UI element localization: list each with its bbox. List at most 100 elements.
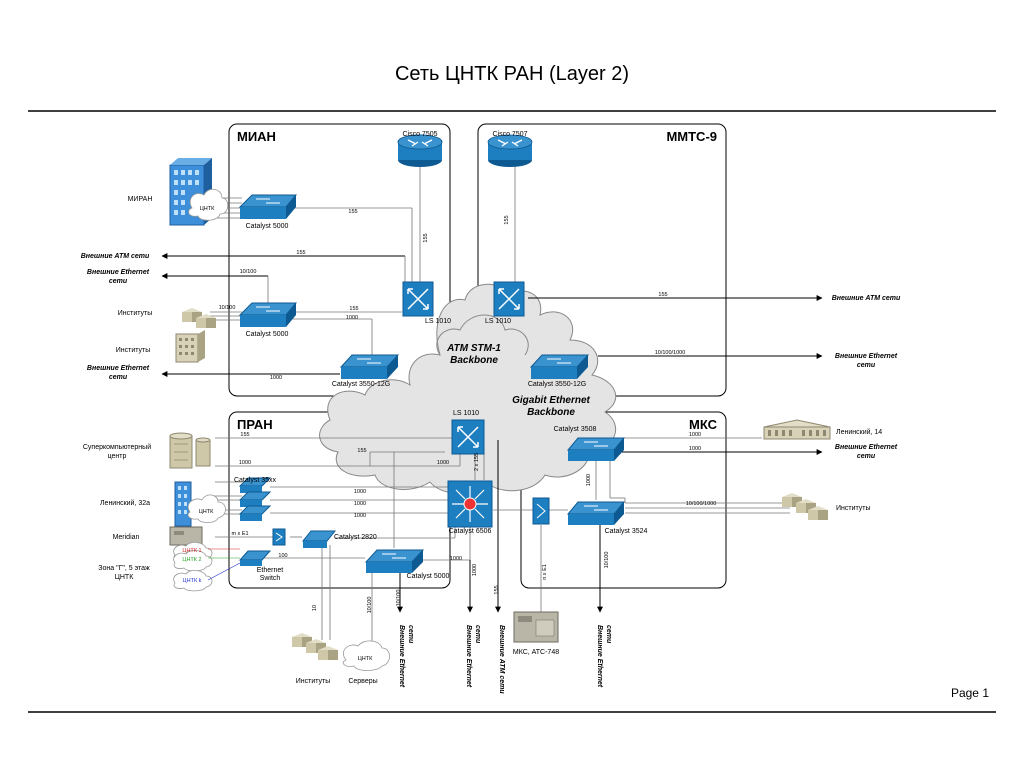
- catalyst3550-mian-label: Catalyst 3550-12G: [332, 381, 390, 388]
- switch-catalyst2820-icon[interactable]: [301, 530, 337, 548]
- switch-catalyst5000-miran-icon[interactable]: [238, 194, 298, 219]
- ext-atm-pran-label: Внешние ATM сети: [498, 625, 505, 694]
- switch-catalyst6506-icon[interactable]: [447, 480, 493, 528]
- atm-backbone-label-1: ATM STM-1: [446, 343, 501, 354]
- link-label-10100-e: 10/100: [604, 552, 610, 569]
- page-title: Сеть ЦНТК РАН (Layer 2): [395, 63, 629, 85]
- cisco7505-label: Cisco 7505: [402, 131, 437, 138]
- catalyst5000-pran-label: Catalyst 5000: [407, 573, 450, 580]
- ext-eth-pran6506-label-2: сети: [474, 625, 481, 644]
- cloud-cntk-leninsky-icon: [187, 494, 226, 524]
- mux-icon[interactable]: [272, 528, 286, 546]
- catalyst35xx-label: Catalyst 35xx: [234, 477, 277, 484]
- mks-mux-icon[interactable]: [532, 497, 550, 525]
- catalyst3550-mmts-label: Catalyst 3550-12G: [528, 381, 586, 388]
- ethernet-switch-label-2: Switch: [260, 575, 281, 582]
- ext-eth-mmts-label-1: Внешние Ethernet: [835, 353, 898, 360]
- link-label-2x155: 2 x 155: [474, 453, 480, 471]
- supercomputer-icon: [169, 432, 211, 469]
- catalyst3508-label: Catalyst 3508: [554, 426, 597, 433]
- atm-backbone-label-2: Backbone: [450, 355, 498, 366]
- institutes-mian-label: Институты: [118, 310, 153, 317]
- link-label-155-e: 155: [349, 306, 358, 312]
- link-label-10100-1000-a: 10/100/1000: [655, 350, 686, 356]
- meridian-label: Meridian: [113, 534, 140, 541]
- ext-eth-mian-3550-label-1: Внешние Ethernet: [87, 365, 150, 372]
- link-label-155-d: 155: [296, 250, 305, 256]
- switch-catalyst3550-mian-icon[interactable]: [339, 354, 400, 379]
- region-label-mks: МКС: [689, 417, 718, 432]
- zona-label-2: ЦНТК: [115, 574, 135, 581]
- link-label-10100-d: 10/100: [396, 590, 402, 607]
- ge-backbone-label-1: Gigabit Ethernet: [512, 395, 590, 406]
- ethernet-switch-icon[interactable]: [238, 550, 272, 566]
- buildings-institutes-mks-icon: [782, 493, 828, 520]
- ext-atm-mian-label: Внешние ATM сети: [81, 253, 150, 260]
- ls1010-pran-label: LS 1010: [453, 410, 479, 417]
- building-institutes-2-icon: [175, 330, 205, 363]
- switch-catalyst5000-pran-icon[interactable]: [364, 549, 425, 573]
- atm-switch-ls1010-mmts-icon[interactable]: [493, 281, 525, 317]
- region-label-mmts: ММТС-9: [666, 129, 717, 144]
- atm-switch-ls1010-mian-icon[interactable]: [402, 281, 434, 317]
- switch-catalyst5000-inst-icon[interactable]: [238, 302, 298, 327]
- link-cntkk: [207, 562, 241, 581]
- switch-catalyst35xx-stack-icon[interactable]: [238, 477, 272, 521]
- ls1010-mian-label: LS 1010: [425, 318, 451, 325]
- ext-eth-mks-label-2: сети: [857, 453, 876, 460]
- supercomputer-label-2: центр: [108, 453, 127, 460]
- ext-eth-mks3524-label-1: Внешние Ethernet: [596, 625, 603, 688]
- link-label-155-c: 155: [504, 215, 510, 224]
- ext-atm-mmts-label: Внешние ATM сети: [832, 295, 901, 302]
- ethernet-switch-label-1: Ethernet: [257, 567, 284, 574]
- link-label-155-h: 155: [357, 448, 366, 454]
- region-label-pran: ПРАН: [237, 417, 273, 432]
- buildings-institutes-pran-icon: [292, 633, 338, 660]
- link-label-1000-k: 1000: [689, 446, 701, 452]
- ext-eth-pran5000-label-1: Внешние Ethernet: [398, 625, 405, 688]
- link-label-10100-1000-b: 10/100/1000: [686, 501, 717, 507]
- region-label-mian: МИАН: [237, 129, 276, 144]
- link-label-10100-b: 10/100: [219, 305, 236, 311]
- leninsky14-label: Ленинский, 14: [836, 428, 882, 436]
- router-cisco7507-icon[interactable]: [487, 134, 533, 167]
- link-label-1000-i: 1000: [472, 564, 478, 576]
- institutes-mks-label: Институты: [836, 505, 871, 512]
- catalyst6506-label: Catalyst 6506: [449, 528, 492, 535]
- link-label-mxe1: m x E1: [231, 531, 248, 537]
- link-label-1000-j: 1000: [689, 432, 701, 438]
- cntk-miran-label: ЦНТК: [200, 206, 215, 212]
- servers-label: Серверы: [348, 678, 377, 685]
- cntk2-label: ЦНТК 2: [182, 557, 201, 563]
- switch-catalyst3508-icon[interactable]: [566, 437, 626, 461]
- cloud-cntk2-icon: [173, 550, 213, 572]
- server-meridian-icon: [169, 526, 203, 546]
- router-cisco7505-icon[interactable]: [397, 134, 443, 167]
- atm-switch-ls1010-pran-icon[interactable]: [451, 419, 485, 455]
- leninsky32-label: Ленинский, 32а: [100, 499, 150, 507]
- cntkk-label: ЦНТК k: [183, 578, 202, 584]
- buildings-institutes-mian-icon: [182, 308, 216, 328]
- link-label-1000-f: 1000: [354, 501, 366, 507]
- mks-links: [493, 437, 823, 613]
- ls1010-mmts-label: LS 1010: [485, 318, 511, 325]
- link-label-155-a: 155: [348, 209, 357, 215]
- institutes-mian-2-label: Институты: [116, 347, 151, 354]
- cntk-servers-label: ЦНТК: [358, 656, 373, 662]
- ge-backbone-label-2: Backbone: [527, 407, 575, 418]
- ext-eth-mks-label-1: Внешние Ethernet: [835, 444, 898, 451]
- cloud-cntkk-icon: [173, 570, 213, 592]
- link-label-1000-g: 1000: [354, 513, 366, 519]
- link-label-1000-h: 1000: [450, 556, 462, 562]
- catalyst2820-label: Catalyst 2820: [334, 534, 377, 541]
- switch-catalyst3524-icon[interactable]: [566, 501, 626, 525]
- link-label-1000-c: 1000: [239, 460, 251, 466]
- pbx-mks-icon[interactable]: [513, 611, 559, 643]
- mmts-links: [514, 165, 823, 359]
- link-label-10100-a: 10/100: [240, 269, 257, 275]
- ext-eth-pran6506-label-1: Внешние Ethernet: [465, 625, 472, 688]
- switch-catalyst3550-mmts-icon[interactable]: [529, 354, 590, 379]
- ext-eth-mian-label-2: сети: [109, 278, 128, 285]
- cntk1-label: ЦНТК 1: [182, 548, 201, 554]
- region-box-mks: [520, 411, 727, 589]
